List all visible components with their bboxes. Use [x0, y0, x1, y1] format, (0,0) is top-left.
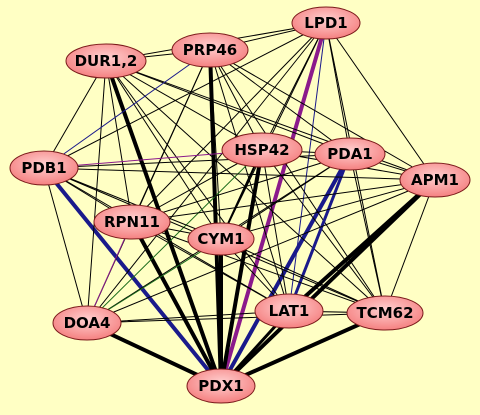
edge-pdx1-pda1	[219, 152, 352, 388]
node-shape	[314, 137, 386, 171]
node-label: PDB1	[21, 159, 66, 177]
edge-dur12-pdb1	[43, 60, 107, 169]
node-prp46[interactable]: PRP46	[171, 32, 249, 68]
node-rpn11[interactable]: RPN11	[93, 204, 171, 240]
edge-apm1-doa4	[86, 179, 436, 324]
edge-prp46-pdb1	[43, 49, 211, 169]
node-label: LAT1	[269, 302, 310, 320]
edge-rpn11-lat1	[131, 221, 290, 312]
edge-dur12-pda1	[105, 60, 351, 155]
edge-lpd1-rpn11	[131, 22, 327, 223]
node-shape	[65, 43, 147, 79]
edge-dur12-rpn11	[105, 60, 133, 223]
node-shape	[291, 6, 361, 40]
edge-pda1-rpn11	[131, 153, 351, 223]
node-label: RPN11	[104, 213, 160, 231]
node-tcm62[interactable]: TCM62	[346, 295, 424, 331]
node-pda1[interactable]: PDA1	[314, 137, 386, 171]
node-label: PDA1	[327, 145, 373, 163]
node-label: PDX1	[198, 377, 243, 395]
node-lat1[interactable]: LAT1	[254, 293, 324, 329]
edge-pda1-tcm62	[349, 153, 386, 314]
node-shape	[187, 222, 255, 256]
edge-pdx1-hsp42	[219, 148, 264, 388]
node-lpd1[interactable]: LPD1	[291, 6, 361, 40]
edge-apm1-rpn11	[131, 179, 436, 223]
edge-prp46-apm1	[209, 49, 436, 181]
edge-prp46-cym1	[209, 49, 222, 240]
node-label: HSP42	[234, 141, 289, 159]
node-shape	[171, 32, 249, 68]
node-doa4[interactable]: DOA4	[52, 305, 122, 341]
node-shape	[186, 368, 256, 404]
edge-hsp42-tcm62	[261, 149, 386, 314]
edge-pdb1-cym1	[43, 167, 222, 240]
node-pdx1[interactable]: PDX1	[186, 368, 256, 404]
node-shape	[52, 305, 122, 341]
node-shape	[254, 293, 324, 329]
node-label: LPD1	[304, 14, 347, 32]
edge-doa4-tcm62	[86, 312, 386, 324]
edge-pdb1-lat1	[43, 167, 290, 312]
edge-cym1-doa4	[86, 238, 222, 324]
edge-lpd1-pdb1	[43, 22, 327, 169]
edge-prp46-tcm62	[209, 49, 386, 314]
node-dur12[interactable]: DUR1,2	[65, 43, 147, 79]
node-pdb1[interactable]: PDB1	[9, 150, 79, 186]
edge-hsp42-doa4	[86, 149, 263, 324]
node-shape	[221, 132, 303, 168]
node-hsp42[interactable]: HSP42	[221, 132, 303, 168]
node-label: PRP46	[183, 41, 237, 59]
node-label: CYM1	[197, 230, 244, 248]
node-shape	[93, 204, 171, 240]
edge-dur12-doa4	[86, 60, 107, 324]
edge-pdb1-doa4	[43, 167, 88, 324]
edge-rpn11-tcm62	[131, 221, 386, 314]
node-shape	[346, 295, 424, 331]
edge-pdx1-rpn11	[130, 220, 223, 388]
node-label: DUR1,2	[75, 52, 138, 70]
node-label: TCM62	[356, 304, 413, 322]
edge-pdb1-apm1	[43, 167, 436, 181]
edge-lpd1-apm1	[325, 22, 436, 181]
edge-pda1-lat1	[287, 152, 352, 313]
node-cym1[interactable]: CYM1	[187, 222, 255, 256]
edge-prp46-lat1	[209, 49, 290, 312]
edge-apm1-cym1	[220, 179, 436, 240]
edge-pdx1-pdb1	[42, 166, 223, 388]
node-label: DOA4	[64, 314, 111, 332]
node-apm1[interactable]: APM1	[399, 162, 471, 198]
edge-apm1-tcm62	[384, 179, 436, 314]
edge-hsp42-lat1	[261, 149, 290, 312]
edge-prp46-pda1	[209, 49, 351, 155]
node-label: APM1	[411, 171, 459, 189]
node-shape	[399, 162, 471, 198]
node-shape	[9, 150, 79, 186]
edge-apm1-lat1	[287, 178, 437, 313]
